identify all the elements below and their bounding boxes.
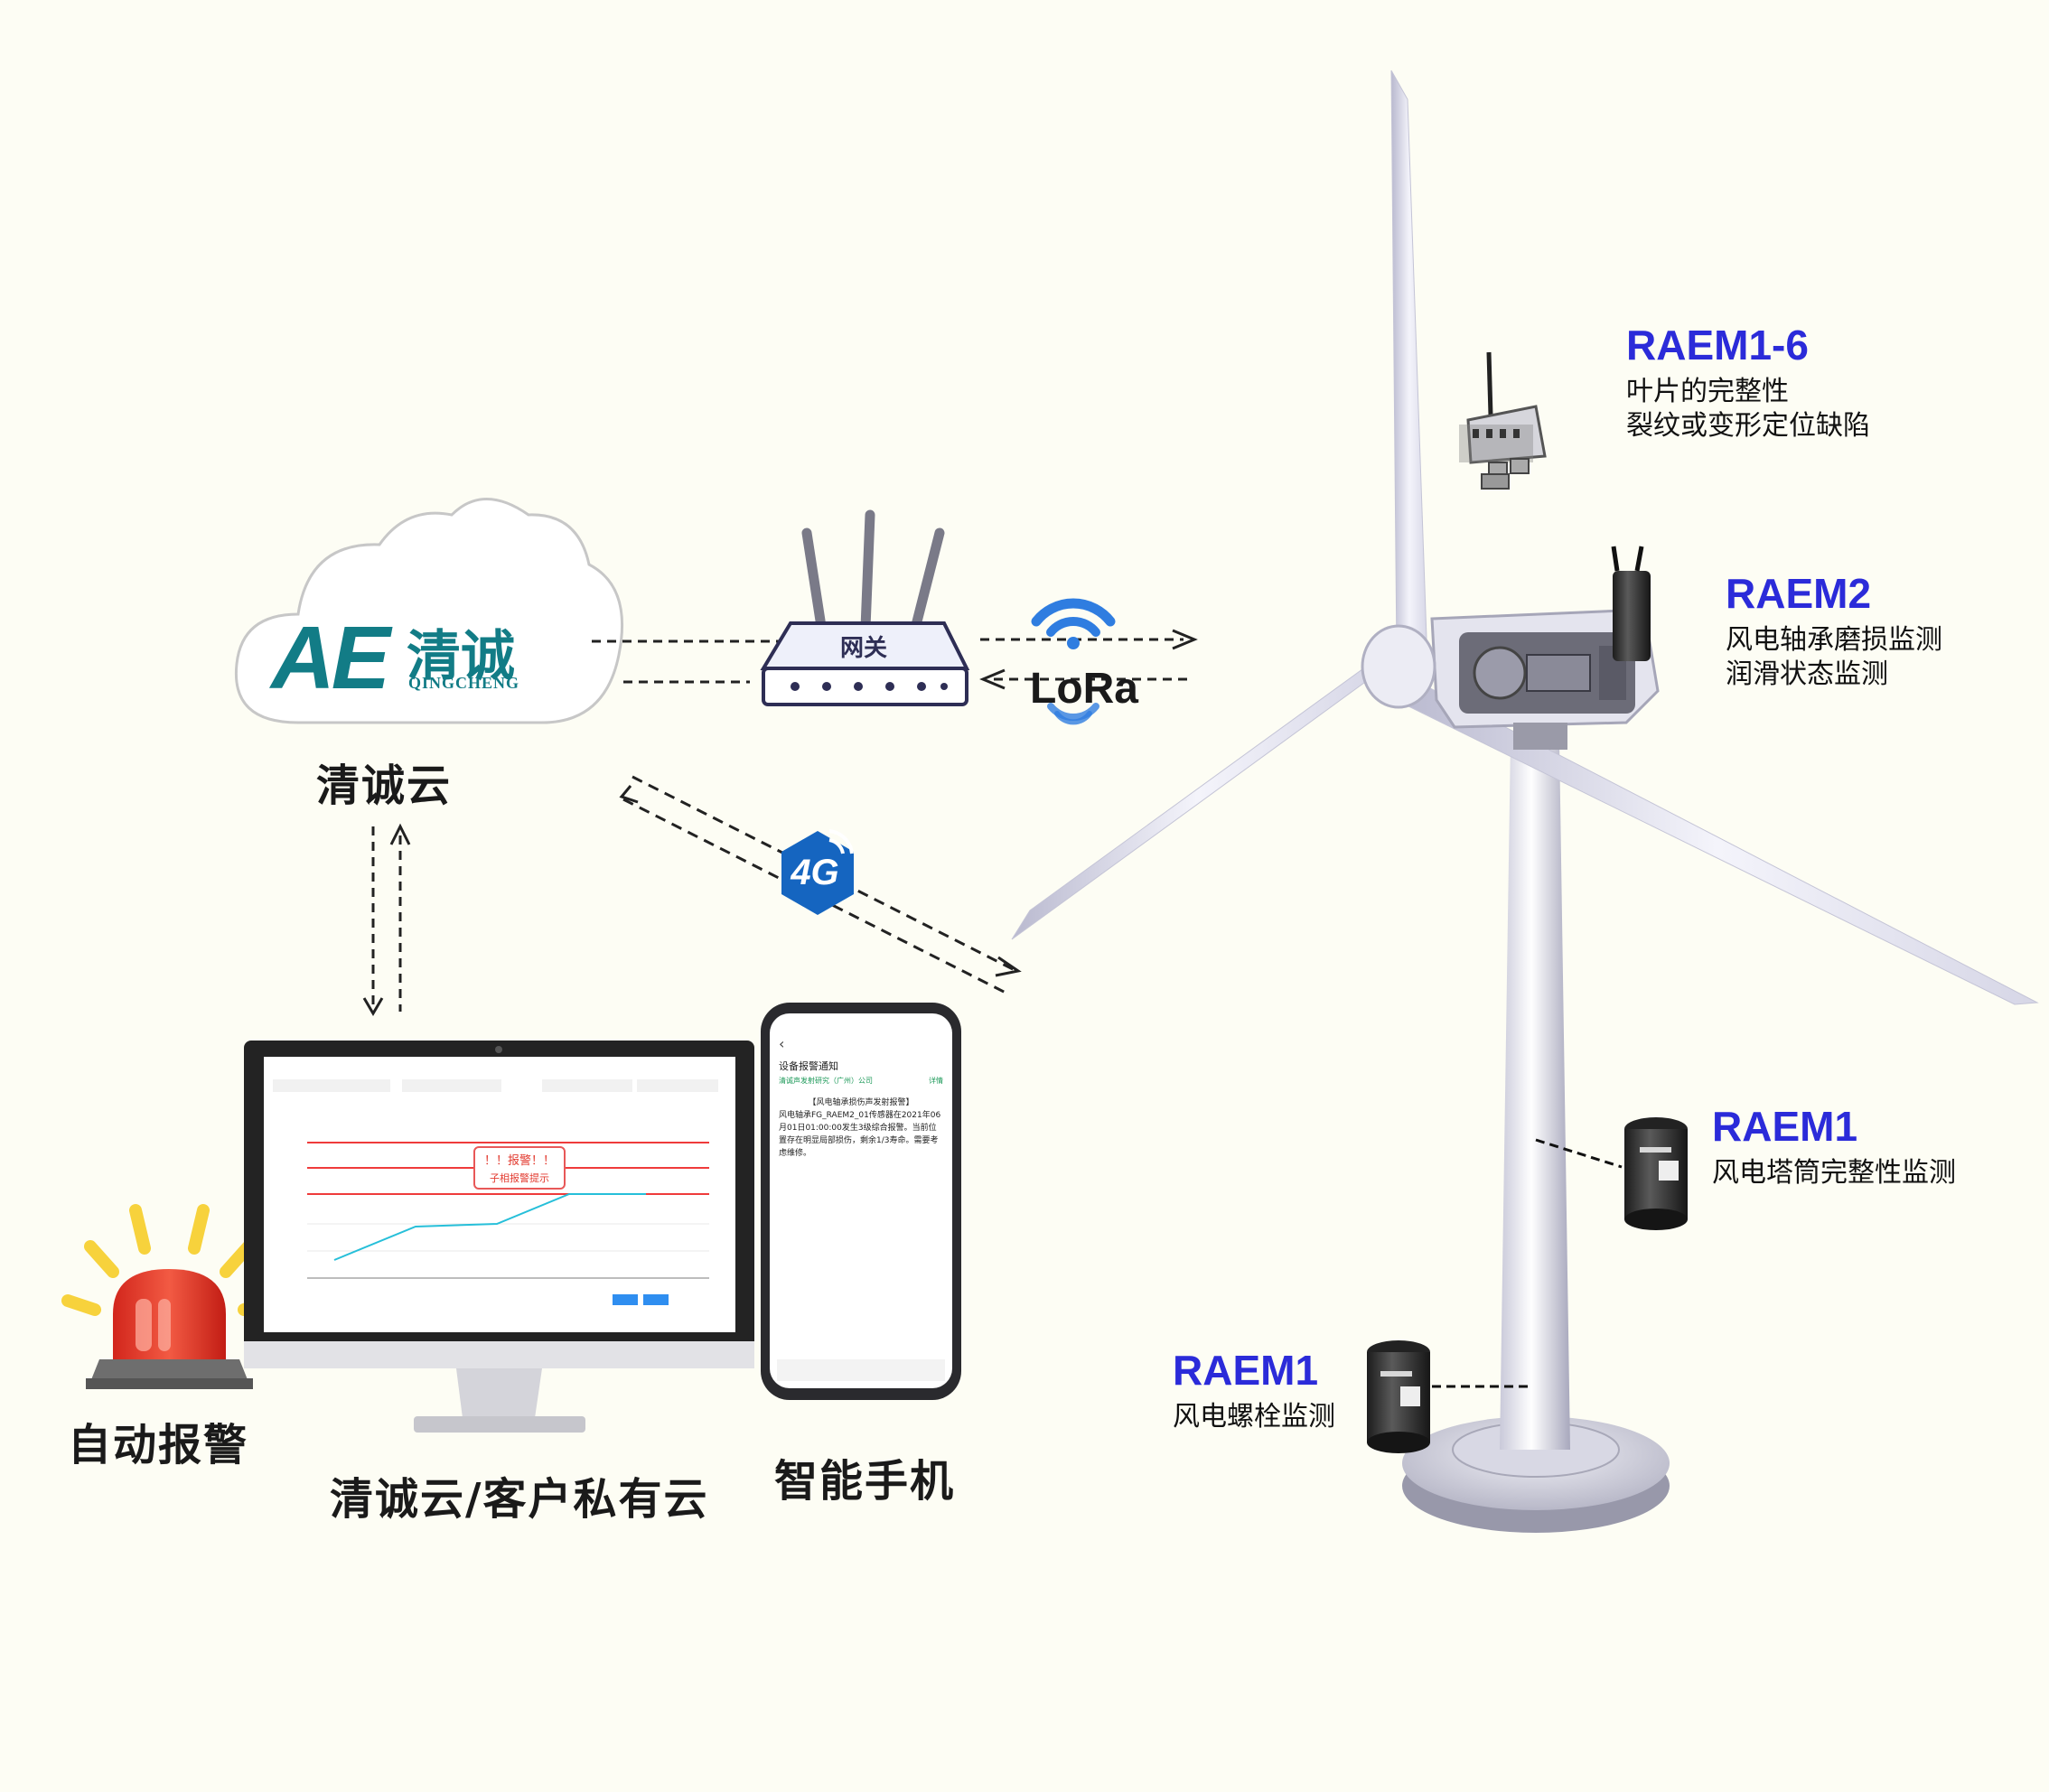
raem1-bolt-sensor-icon [1367,1340,1529,1453]
notification-heading: 【风电轴承损伤声发射报警】 [808,1098,914,1107]
logo-mark: AE [271,608,390,707]
sensor-desc-2: 裂纹或变形定位缺陷 [1626,410,1870,442]
phone-screen: ‹ 设备报警通知 清诚声发射研究（广州）公司 详情 【风电轴承损伤声发射报警】 … [779,1037,943,1160]
gateway-label: 网关 [840,635,888,662]
alarm-popup-title: ！！报警！！ [483,1154,555,1168]
cloud-gateway-links [592,639,781,684]
smartphone [761,1003,961,1400]
lora-label: LoRa [1030,665,1138,713]
back-icon[interactable]: ‹ [779,1035,785,1052]
sensor-desc-2: 润滑状态监测 [1726,658,1888,690]
wind-turbine [1011,70,2039,1533]
sensor-desc-1: 叶片的完整性 [1626,376,1789,407]
cellular-label: 4G [791,853,839,892]
wifi-icon [1031,598,1116,725]
desktop-monitor [244,1041,754,1433]
cellular-links [619,775,1022,995]
cellular-4g-icon [781,829,854,915]
sensor-desc-1: 风电塔筒完整性监测 [1712,1157,1956,1189]
alarm-lamp-icon [61,1204,277,1389]
logo-en: QINGCHENG [408,674,520,692]
notification-detail-link[interactable]: 详情 [929,1077,943,1085]
cloud-label: 清诚云 [316,761,453,811]
alarm-label: 自动报警 [68,1420,249,1470]
gateway-router-icon [760,509,970,706]
phone-label: 智能手机 [774,1456,956,1507]
alarm-popup-sub: 子相报警提示 [490,1172,549,1184]
raem1-6-sensor-icon [1459,351,1547,490]
raem1-tower-sensor-icon [1535,1117,1688,1230]
sensor-desc-1: 风电螺栓监测 [1173,1401,1335,1433]
sensor-id: RAEM1 [1173,1347,1319,1394]
logo-cn: 清诚 [407,625,515,688]
notification-title: 设备报警通知 [779,1060,838,1072]
cloud-monitor-links [362,823,411,1016]
sensor-raem1-bolt: RAEM1 风电螺栓监测 [1173,1346,1335,1434]
sensor-id: RAEM2 [1726,570,1872,617]
monitor-alarm-popup: ！！报警！！ 子相报警提示 [476,1151,563,1185]
sensor-raem1-6: RAEM1-6 叶片的完整性 裂纹或变形定位缺陷 [1626,321,1870,443]
sensor-raem1-tower: RAEM1 风电塔筒完整性监测 [1712,1102,1956,1190]
sensor-id: RAEM1-6 [1626,322,1809,369]
sensor-raem2: RAEM2 风电轴承磨损监测 润滑状态监测 [1726,569,1942,692]
notification-sender: 清诚声发射研究（广州）公司 [779,1077,873,1085]
monitor-label: 清诚云/客户私有云 [330,1474,709,1525]
lora-links [979,629,1198,690]
notification-body: 风电轴承FG_RAEM2_01传感器在2021年06月01日01:00:00发生… [779,1111,941,1158]
cloud-shape [234,498,624,724]
sensor-id: RAEM1 [1712,1103,1858,1150]
sensor-desc-1: 风电轴承磨损监测 [1726,624,1942,656]
